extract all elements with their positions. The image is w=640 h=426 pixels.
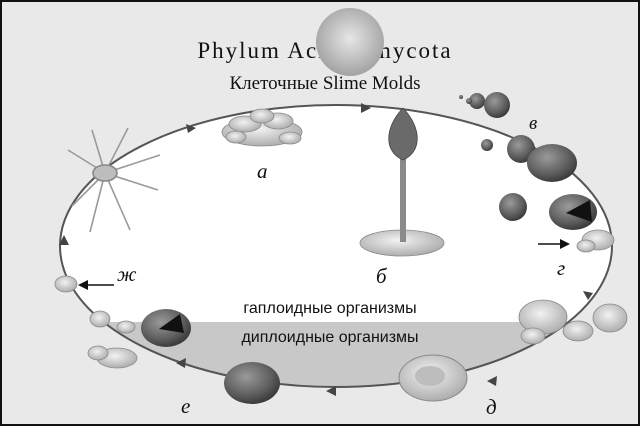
haploid-zone-label: гаплоидные организмы — [243, 300, 416, 317]
stage-label-v: в — [529, 113, 537, 134]
stage-label-a: а — [257, 159, 268, 183]
stage-label-d: д — [486, 395, 497, 419]
diploid-zone-label: диплоидные организмы — [241, 329, 418, 346]
stage-label-b: б — [376, 264, 388, 288]
stage-label-e: е — [181, 394, 190, 418]
spore-cloud-icon — [316, 8, 384, 76]
diagram-subtitle: Клеточные Slime Molds — [230, 73, 421, 94]
zygote-icon — [399, 355, 467, 401]
macrocyst-icon — [224, 362, 280, 404]
stage-label-g: г — [557, 256, 565, 280]
stage-label-zh: ж — [117, 262, 137, 286]
